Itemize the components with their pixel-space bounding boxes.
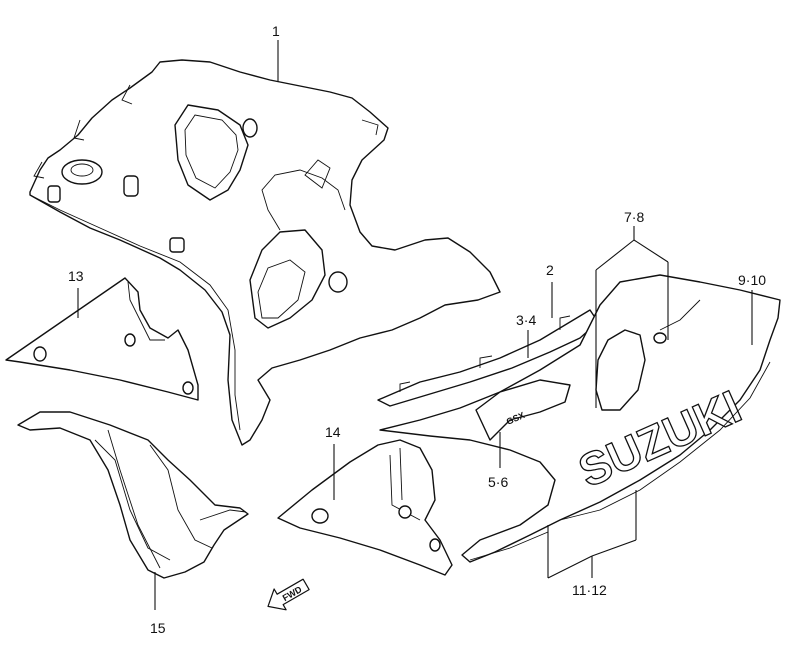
label-part-2: 2 [546, 262, 554, 278]
part-labels: 1 2 3·4 5·6 7·8 9·10 11·12 13 14 15 [68, 23, 766, 636]
label-part-15: 15 [150, 620, 166, 636]
part-1-upper-cowling[interactable] [29, 59, 501, 446]
label-part-13: 13 [68, 268, 84, 284]
part-14-under-panel[interactable] [277, 439, 453, 576]
label-part-1: 1 [272, 23, 280, 39]
leader-lines [77, 40, 753, 610]
label-part-7-8: 7·8 [624, 209, 644, 225]
part-13-inner-panel[interactable] [5, 277, 199, 401]
label-part-9-10: 9·10 [738, 272, 766, 288]
label-part-3-4: 3·4 [516, 312, 536, 328]
fwd-arrow-icon: FWD [267, 578, 310, 611]
label-part-5-6: 5·6 [488, 474, 508, 490]
label-part-14: 14 [325, 424, 341, 440]
part-15-lower-cowling[interactable] [17, 411, 249, 579]
label-part-11-12: 11·12 [572, 582, 607, 598]
